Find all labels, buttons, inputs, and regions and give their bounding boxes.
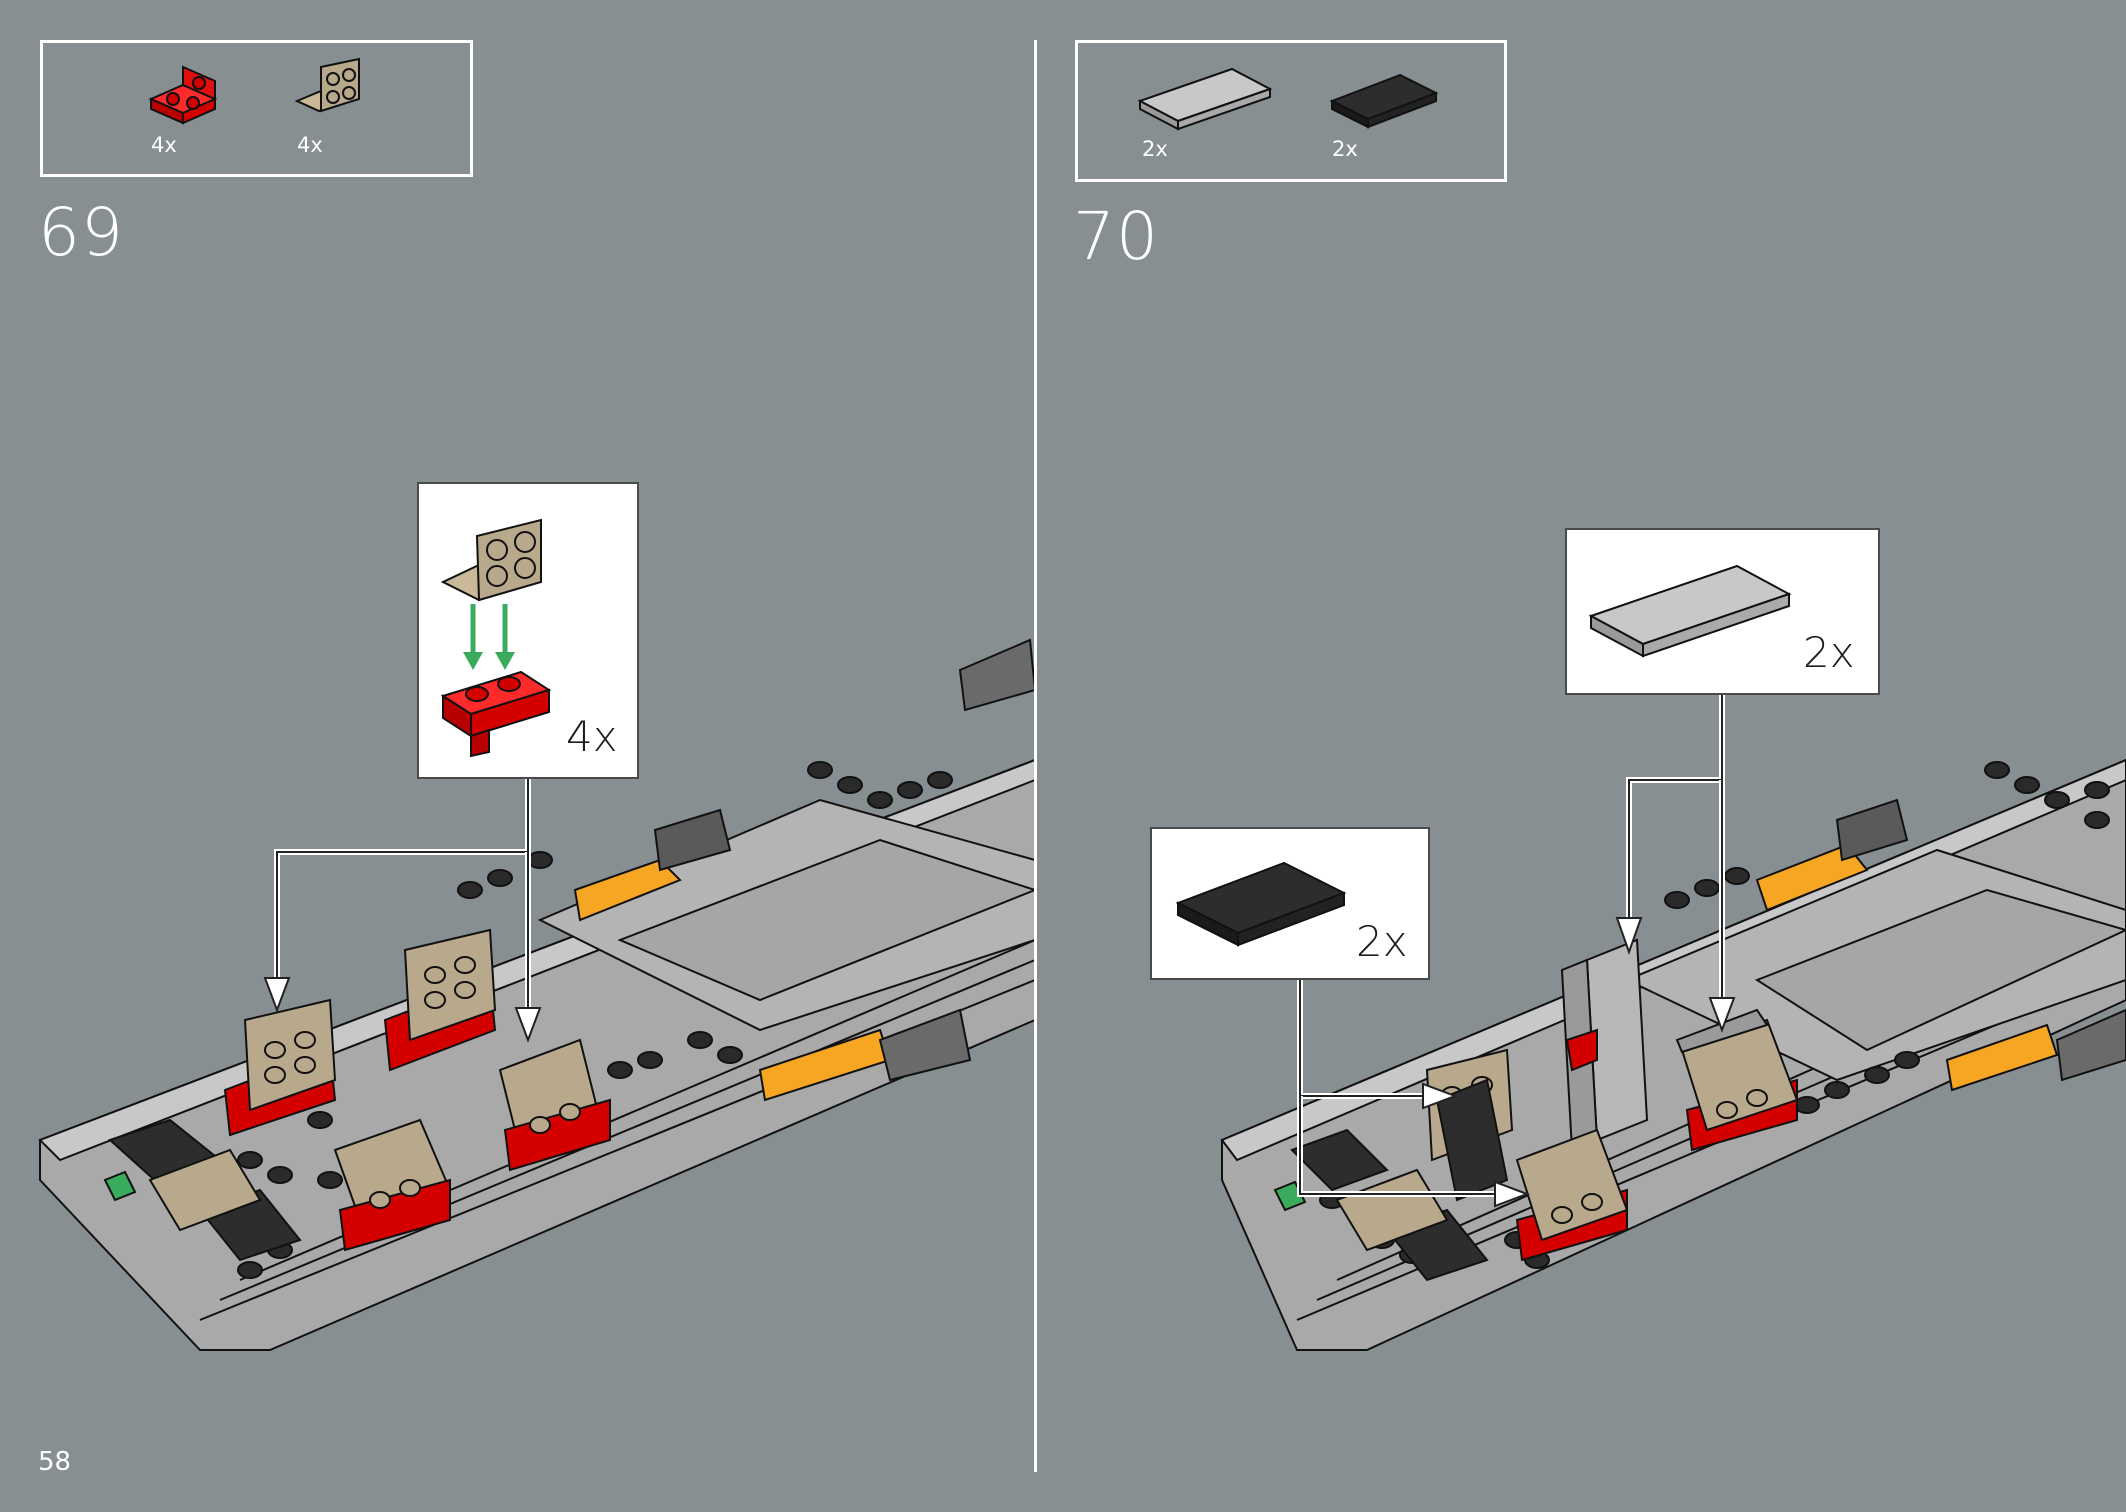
part-qty: 4x	[151, 133, 177, 157]
step-number: 70	[1073, 198, 1159, 275]
tan-bracket-icon	[440, 518, 542, 602]
callout-light-gray-tile: 2x	[1565, 528, 1880, 695]
tan-bracket-icon	[294, 57, 360, 113]
callout-qty: 2x	[1356, 917, 1408, 966]
model-assembly-illustration	[1220, 758, 2126, 1351]
red-bracket-icon	[148, 65, 218, 125]
page-right: 2x 2x 70	[1037, 0, 2126, 1512]
page-left: 4x 4x 69	[0, 0, 1038, 1512]
black-tile-icon	[1175, 861, 1347, 947]
callout-connector	[1297, 695, 1736, 1208]
callout-step-69: 4x	[417, 482, 639, 779]
callout-black-tile: 2x	[1150, 827, 1430, 980]
light-gray-tile-icon	[1137, 67, 1273, 131]
callout-connector	[263, 779, 542, 1043]
callout-qty: 4x	[566, 712, 618, 761]
parts-list-box-step-69: 4x 4x	[40, 40, 473, 177]
part-qty: 2x	[1332, 137, 1358, 161]
page-number: 58	[38, 1447, 72, 1477]
black-tile-icon	[1329, 73, 1439, 129]
red-bracket-icon	[440, 670, 552, 758]
part-qty: 4x	[297, 133, 323, 157]
green-arrow-icon	[463, 604, 515, 670]
page-divider	[1034, 40, 1037, 1472]
light-gray-tile-icon	[1588, 564, 1792, 658]
parts-list-box-step-70: 2x 2x	[1075, 40, 1507, 182]
callout-qty: 2x	[1803, 628, 1855, 677]
part-qty: 2x	[1142, 137, 1168, 161]
model-assembly-illustration	[38, 638, 1038, 1351]
step-number: 69	[38, 194, 124, 271]
